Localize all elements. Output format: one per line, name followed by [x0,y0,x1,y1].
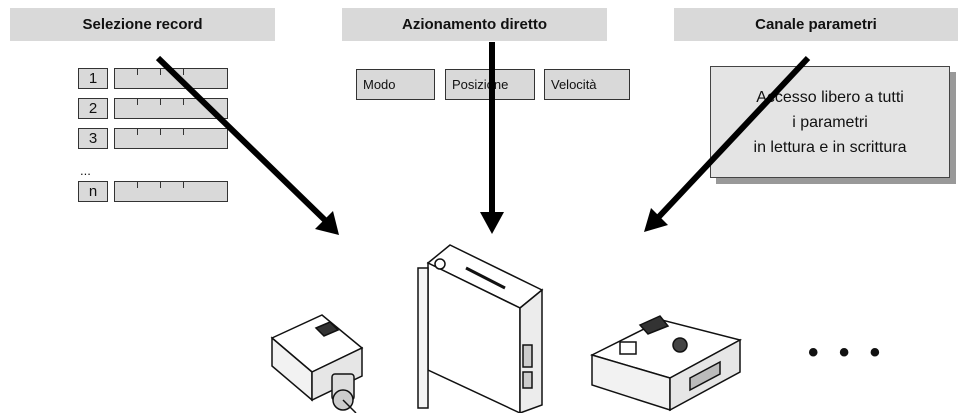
records-ellipsis: ... [80,163,91,178]
record-number: 3 [78,128,108,149]
record-fields [114,181,228,202]
arrow-icon [644,55,811,232]
record-fields [114,98,228,119]
compact-controller-icon [589,315,743,412]
header-direct-drive: Azionamento diretto [342,8,607,41]
arrow-icon [480,42,504,234]
servo-motor-icon [270,314,364,413]
header-record-selection: Selezione record [10,8,275,41]
record-number: 2 [78,98,108,119]
more-devices-ellipsis: • • • [808,336,887,369]
callout-line-1: Accesso libero a tutti [756,88,904,106]
record-number: n [78,181,108,202]
parameter-access-callout: Accesso libero a tutti i parametri in le… [710,66,950,178]
arrow-icon [155,55,339,235]
record-number: 1 [78,68,108,89]
record-fields [114,128,228,149]
mode-box: Modo [356,69,435,100]
servo-drive-icon [417,244,544,413]
speed-box: Velocità [544,69,630,100]
callout-line-2: i parametri [792,113,868,131]
header-parameter-channel: Canale parametri [674,8,958,41]
callout-line-3: in lettura e in scrittura [753,138,907,156]
